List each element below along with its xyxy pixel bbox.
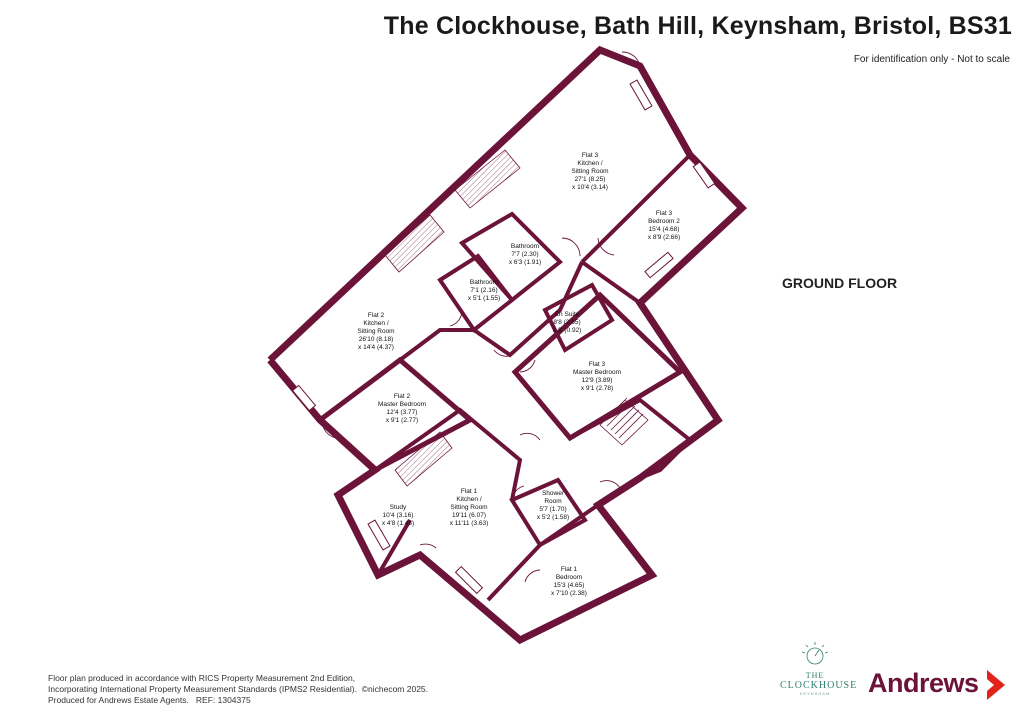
room-flat3-master: Flat 3 Master Bedroom 12'9 (3.89) x 9'1 … [572,361,622,392]
clockhouse-the: THE [805,671,825,680]
andrews-logo: Andrews [868,668,979,698]
room-bathroom-upper: Bathroom 7'7 (2.30) x 6'3 (1.91) [508,243,542,266]
wall-en-suite [542,282,615,353]
room-flat3-bedroom2: Flat 3 Bedroom 2 15'4 (4.68) x 8'9 (2.66… [647,210,681,241]
room-en-suite: En Suite 8'8 (2.65) x 3' (0.92) [552,311,582,334]
staircase [599,397,649,446]
wall-shower-room [509,477,588,548]
wall-flat2-master [318,356,475,473]
room-flat1-bedroom: Flat 1 Bedroom 15'3 (4.65) x 7'10 (2.38) [551,566,587,597]
room-flat2-kitchen: Flat 2 Kitchen / Sitting Room 26'10 (8.1… [357,312,395,351]
footer-line2: Incorporating International Property Mea… [48,684,429,694]
outer-wall [267,45,748,645]
doors [321,51,641,583]
footer-line1: Floor plan produced in accordance with R… [48,673,356,683]
wall-flat3-bedroom2 [580,153,692,264]
wall-hall [472,261,584,358]
clockhouse-place: KEYNSHAM [799,691,831,696]
plan-disclaimer: For identification only - Not to scale [853,54,1010,65]
footer-line3: Produced for Andrews Estate Agents. REF:… [48,695,251,705]
wall-flat3-bed2-bottom [580,260,642,305]
wall-flat2-kitchen [398,328,474,362]
room-shower: Shower Room 5'7 (1.70) x 5'2 (1.58) [536,490,570,521]
plan-title: The Clockhouse, Bath Hill, Keynsham, Bri… [383,12,1012,40]
wall-flat1-bedroom [538,503,600,547]
wall-stairwell [569,397,693,480]
room-flat3-kitchen: Flat 3 Kitchen / Sitting Room 27'1 (8.25… [571,152,609,191]
clockhouse-logo: THE CLOCKHOUSE KEYNSHAM [780,640,858,696]
wall-bathroom-lower [437,253,515,333]
room-flat2-master: Flat 2 Master Bedroom 12'4 (3.77) x 9'1 … [377,393,427,424]
floor-label: GROUND FLOOR [782,275,898,291]
wall-flat1-bedroom-left [486,543,542,602]
footer-notes: Floor plan produced in accordance with R… [48,673,428,706]
wall-flat3-master [511,291,685,442]
clock-icon [801,642,829,665]
wall-flat1-kitchen [373,407,523,501]
clockhouse-name: CLOCKHOUSE [780,680,858,691]
room-bathroom-lower: Bathroom 7'1 (2.16) x 5'1 (1.55) [467,279,501,302]
windows [291,79,716,595]
andrews-arrow-icon [987,670,1005,700]
room-flat1-kitchen: Flat 1 Kitchen / Sitting Room 19'11 (6.0… [449,488,489,527]
wall-study [376,518,412,577]
kitchen-units [384,149,521,487]
room-study: Study 10'4 (3.16) x 4'8 (1.43) [381,504,415,527]
